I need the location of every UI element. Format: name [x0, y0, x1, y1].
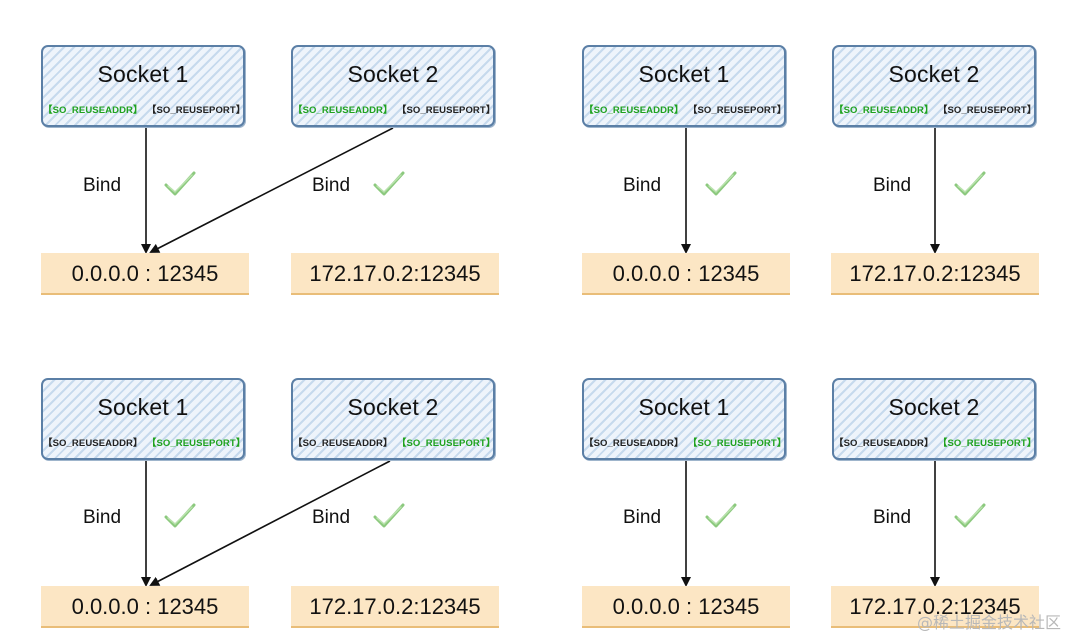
option-reuseport-enabled: 【SO_REUSEPORT】 [692, 438, 787, 449]
socket-1-box: Socket 1 【SO_REUSEADDR】【SO_REUSEPORT】 [582, 45, 786, 127]
socket-title: Socket 2 [347, 394, 439, 420]
socket-options: 【SO_REUSEADDR】【SO_REUSEPORT】 [834, 435, 1037, 449]
socket-title: Socket 1 [638, 61, 730, 87]
option-reuseaddr: 【SO_REUSEADDR】 [584, 438, 684, 449]
check-mark-icon [954, 171, 986, 196]
socket-2-box: Socket 2 【SO_REUSEADDR】【SO_REUSEPORT】 [832, 45, 1036, 127]
bind-label: Bind [873, 175, 912, 196]
address-wildcard: 0.0.0.0 : 12345 [582, 586, 790, 628]
address-specific: 172.17.0.2:12345 [291, 253, 499, 295]
bind-label: Bind [83, 507, 122, 528]
option-reuseaddr-enabled: 【SO_REUSEADDR】 [584, 105, 684, 116]
option-reuseport: 【SO_REUSEPORT】 [401, 105, 496, 116]
socket-title: Socket 2 [347, 61, 439, 87]
option-reuseport-enabled: 【SO_REUSEPORT】 [151, 438, 246, 449]
bind-label: Bind [312, 507, 351, 528]
check-mark-icon [705, 503, 737, 528]
check-mark-icon [705, 171, 737, 196]
bind-label: Bind [623, 175, 662, 196]
option-reuseaddr: 【SO_REUSEADDR】 [834, 438, 934, 449]
check-mark-icon [164, 171, 196, 196]
option-reuseaddr: 【SO_REUSEADDR】 [43, 438, 143, 449]
socket-title: Socket 2 [888, 61, 980, 87]
option-reuseport-enabled: 【SO_REUSEPORT】 [942, 438, 1037, 449]
bind-label: Bind [312, 175, 351, 196]
bind-label: Bind [623, 507, 662, 528]
socket-options: 【SO_REUSEADDR】【SO_REUSEPORT】 [293, 102, 496, 116]
address-specific: 172.17.0.2:12345 [831, 253, 1039, 295]
check-mark-icon [164, 503, 196, 528]
option-reuseport: 【SO_REUSEPORT】 [692, 105, 787, 116]
socket-options: 【SO_REUSEADDR】【SO_REUSEPORT】 [43, 102, 246, 116]
address-wildcard: 0.0.0.0 : 12345 [41, 586, 249, 628]
option-reuseaddr-enabled: 【SO_REUSEADDR】 [834, 105, 934, 116]
option-reuseaddr-enabled: 【SO_REUSEADDR】 [43, 105, 143, 116]
socket-title: Socket 1 [638, 394, 730, 420]
socket-options: 【SO_REUSEADDR】【SO_REUSEPORT】 [43, 435, 246, 449]
socket-options: 【SO_REUSEADDR】【SO_REUSEPORT】 [584, 102, 787, 116]
watermark: @稀土掘金技术社区 [917, 613, 1062, 632]
socket-1-box: Socket 1 【SO_REUSEADDR】【SO_REUSEPORT】 [582, 378, 786, 460]
check-mark-icon [954, 503, 986, 528]
address-specific: 172.17.0.2:12345 [291, 586, 499, 628]
socket-1-box: Socket 1 【SO_REUSEADDR】【SO_REUSEPORT】 [41, 378, 245, 460]
socket-title: Socket 2 [888, 394, 980, 420]
option-reuseport: 【SO_REUSEPORT】 [942, 105, 1037, 116]
bind-label: Bind [873, 507, 912, 528]
address-wildcard: 0.0.0.0 : 12345 [41, 253, 249, 295]
socket-2-box: Socket 2 【SO_REUSEADDR】【SO_REUSEPORT】 [291, 45, 495, 127]
option-reuseaddr: 【SO_REUSEADDR】 [293, 438, 393, 449]
bind-label: Bind [83, 175, 122, 196]
option-reuseport: 【SO_REUSEPORT】 [151, 105, 246, 116]
socket-options: 【SO_REUSEADDR】【SO_REUSEPORT】 [293, 435, 496, 449]
socket-2-box: Socket 2 【SO_REUSEADDR】【SO_REUSEPORT】 [832, 378, 1036, 460]
address-specific: 172.17.0.2:12345 [831, 586, 1039, 628]
check-mark-icon [373, 503, 405, 528]
socket-2-box: Socket 2 【SO_REUSEADDR】【SO_REUSEPORT】 [291, 378, 495, 460]
option-reuseport-enabled: 【SO_REUSEPORT】 [401, 438, 496, 449]
socket-title: Socket 1 [97, 61, 189, 87]
address-wildcard: 0.0.0.0 : 12345 [582, 253, 790, 295]
socket-options: 【SO_REUSEADDR】【SO_REUSEPORT】 [584, 435, 787, 449]
socket-options: 【SO_REUSEADDR】【SO_REUSEPORT】 [834, 102, 1037, 116]
option-reuseaddr-enabled: 【SO_REUSEADDR】 [293, 105, 393, 116]
check-mark-icon [373, 171, 405, 196]
socket-title: Socket 1 [97, 394, 189, 420]
socket-1-box: Socket 1 【SO_REUSEADDR】【SO_REUSEPORT】 [41, 45, 245, 127]
